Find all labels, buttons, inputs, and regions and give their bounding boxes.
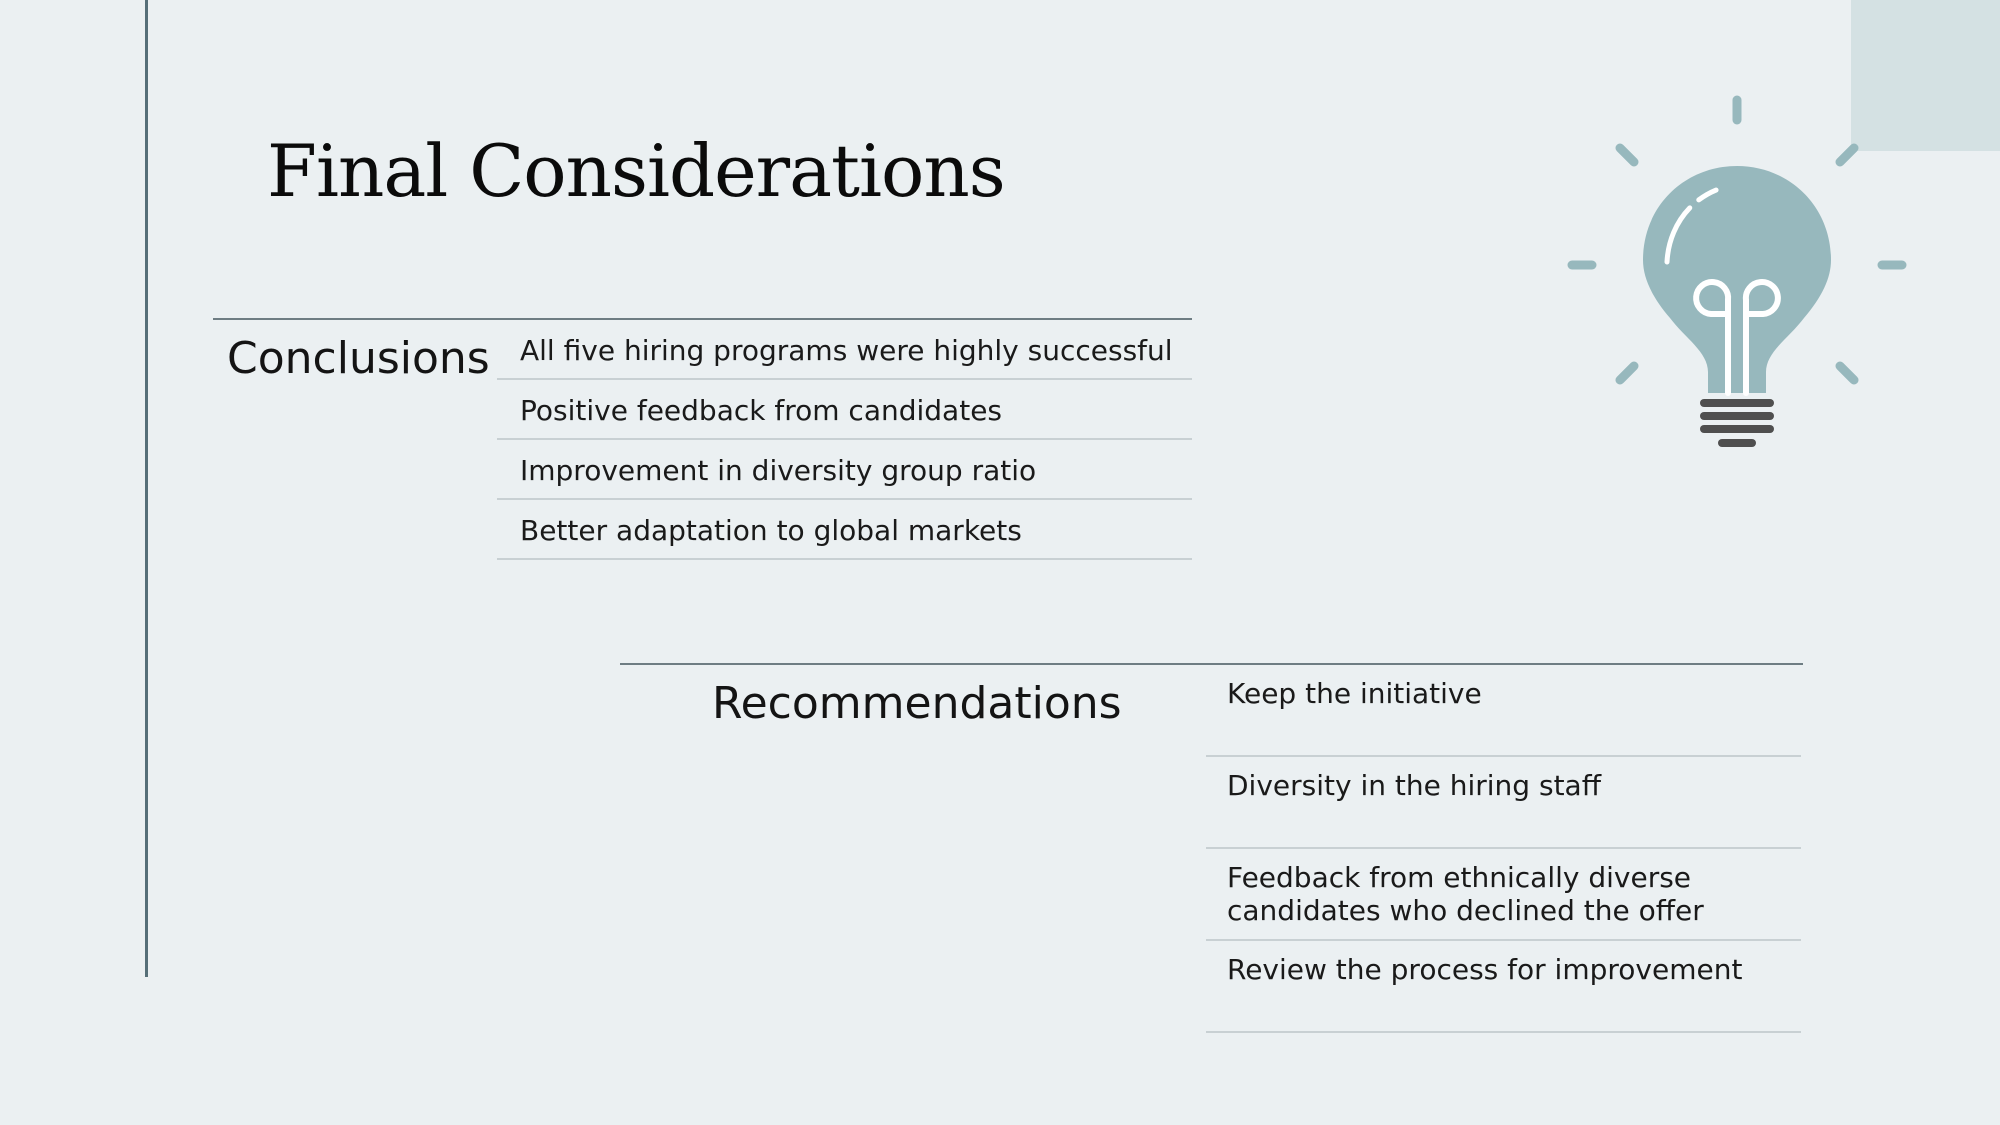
recommendations-heading: Recommendations — [712, 678, 1122, 729]
recommendation-item: Review the process for improvement — [1206, 941, 1801, 1033]
slide-title: Final Considerations — [267, 129, 1006, 213]
recommendation-item: Feedback from ethnically diverse candida… — [1206, 849, 1801, 941]
conclusions-top-rule — [213, 318, 1192, 320]
recommendation-item: Diversity in the hiring staff — [1206, 757, 1801, 849]
vertical-accent-rule — [145, 0, 148, 977]
recommendation-item: Keep the initiative — [1206, 665, 1801, 757]
conclusions-heading: Conclusions — [227, 333, 490, 384]
lightbulb-icon — [1567, 95, 1907, 447]
conclusion-item: Improvement in diversity group ratio — [497, 440, 1192, 500]
corner-accent-block — [1851, 0, 2000, 151]
conclusion-item: All five hiring programs were highly suc… — [497, 320, 1192, 380]
conclusion-item: Positive feedback from candidates — [497, 380, 1192, 440]
recommendations-top-rule — [620, 663, 1803, 665]
conclusion-item: Better adaptation to global markets — [497, 500, 1192, 560]
